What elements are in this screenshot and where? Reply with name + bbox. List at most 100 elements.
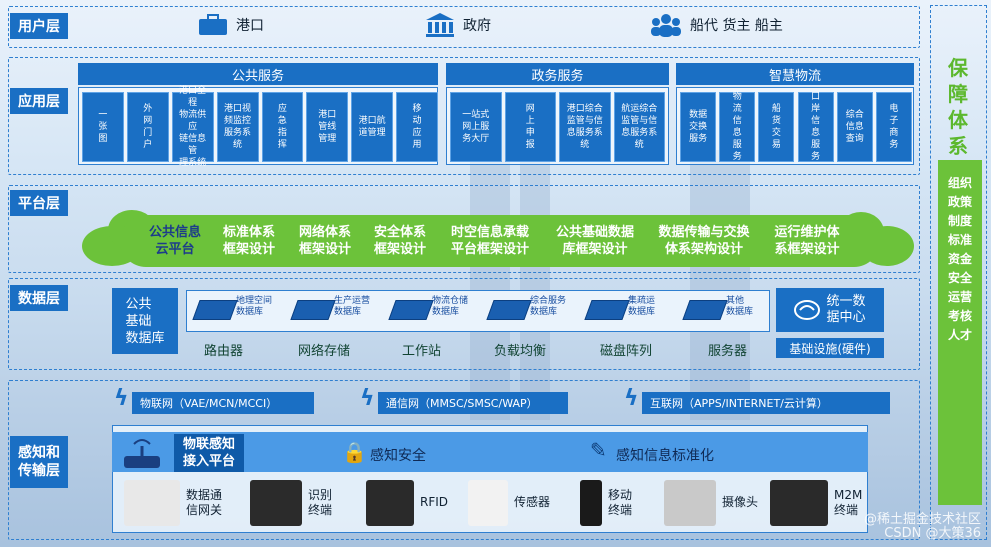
device-image (250, 480, 302, 526)
briefcase-icon (199, 14, 227, 35)
app-group-title: 智慧物流 (676, 63, 914, 85)
server-icon (290, 300, 336, 320)
public-database: 公共 基础 数据库 (112, 288, 178, 354)
app-group-title: 政务服务 (446, 63, 669, 85)
infra-label: 服务器 (708, 344, 748, 359)
device-image (664, 480, 716, 526)
guarantee-title: 保 障 体 系 (948, 56, 968, 158)
app-cell: 港口综合 监管与信 息服务系 统 (559, 92, 611, 162)
user-shippers: 船代 货主 船主 (650, 12, 783, 38)
data-center-icon (794, 300, 821, 320)
app-cell: 移 动 应 用 (396, 92, 438, 162)
app-cell: 物 流 信 息 服 务 (719, 92, 756, 162)
platform-item: 公共信息 云平台 (148, 225, 201, 257)
guarantee-panel (930, 5, 987, 540)
sense-layer-box (8, 380, 920, 540)
device-label: M2M 终端 (834, 488, 863, 517)
app-layer-tag: 应用层 (10, 88, 68, 114)
people-group-icon (651, 14, 681, 37)
device-image (124, 480, 180, 526)
sense-standard: 感知信息标准化 (616, 448, 714, 464)
app-cell: 一站式 网上服 务大厅 (450, 92, 502, 162)
device-image (366, 480, 414, 526)
user-label: 政府 (463, 18, 491, 34)
app-cell: 港口全程 物流供应 链信息管 理系统 (171, 86, 214, 168)
database-strip (186, 290, 770, 332)
database-label: 物流仓储 数据库 (432, 296, 469, 317)
lightning-icon: ϟ (360, 386, 375, 411)
platform-layer-box (8, 185, 920, 273)
lightning-icon: ϟ (624, 386, 639, 411)
user-label: 船代 货主 船主 (690, 18, 783, 34)
infra-label: 路由器 (204, 344, 244, 359)
user-label: 港口 (236, 18, 264, 34)
network-comm: 通信网（MMSC/SMSC/WAP） (378, 392, 568, 414)
sense-security: 感知安全 (370, 448, 426, 464)
server-icon (192, 300, 238, 320)
device-image (580, 480, 602, 526)
infra-label: 基础设施(硬件) (776, 338, 884, 358)
lock-icon: 🔒 (342, 440, 367, 464)
app-layer-box (8, 57, 920, 175)
app-cell: 网 上 申 报 (504, 92, 556, 162)
app-cell: 一 张 图 (82, 92, 124, 162)
device-label: 识别 终端 (308, 488, 333, 517)
platform-item: 数据传输与交换 体系架构设计 (658, 225, 750, 257)
platform-item: 公共基础数据 库框架设计 (555, 225, 634, 257)
app-cell: 航运综合 监管与信 息服务系 统 (613, 92, 665, 162)
app-group-title: 公共服务 (78, 63, 438, 85)
infra-label: 网络存储 (298, 344, 351, 359)
data-layer-box (8, 278, 920, 370)
app-cell: 数据 交换 服务 (680, 92, 717, 162)
app-cell: 港口视 频监控 服务系 统 (216, 92, 259, 162)
app-cell: 电 子 商 务 (875, 92, 912, 162)
watermark: @稀土掘金技术社区 CSDN @大策36 (863, 512, 981, 541)
unified-data-center: 统一数 据中心 (776, 288, 884, 332)
background-building (470, 120, 510, 420)
infra-label: 负载均衡 (494, 344, 547, 359)
device-label: 传感器 (514, 495, 551, 509)
platform-layer-tag: 平台层 (10, 190, 68, 216)
app-cell: 口 岸 信 息 服 务 (797, 92, 834, 162)
cloud-platform-bar (120, 215, 880, 267)
platform-item: 安全体系 框架设计 (373, 225, 426, 257)
platform-item: 运行维护体 系框架设计 (774, 225, 840, 257)
app-cell: 应 急 指 挥 (261, 92, 304, 162)
server-icon (682, 300, 728, 320)
platform-item: 标准体系 框架设计 (222, 225, 275, 257)
server-icon (388, 300, 434, 320)
user-layer-box (8, 6, 920, 48)
platform-item: 网络体系 框架设计 (298, 225, 351, 257)
device-image (468, 480, 508, 526)
device-image (770, 480, 828, 526)
iot-access-platform: 物联感知 接入平台 (174, 434, 244, 472)
database-label: 综合服务 数据库 (530, 296, 567, 317)
app-cell: 船 货 交 易 (758, 92, 795, 162)
background-building (690, 150, 750, 420)
server-icon (584, 300, 630, 320)
pen-icon: ✎ (590, 438, 607, 462)
database-label: 其他 数据库 (726, 296, 754, 317)
user-layer-tag: 用户层 (10, 13, 68, 39)
app-cell: 综合 信息 查询 (836, 92, 873, 162)
network-iot: 物联网（VAE/MCN/MCCI） (132, 392, 314, 414)
user-port: 港口 (198, 14, 264, 36)
router-icon (124, 439, 160, 468)
database-label: 集疏运 数据库 (628, 296, 656, 317)
user-government: 政府 (425, 12, 491, 38)
network-internet: 互联网（APPS/INTERNET/云计算） (642, 392, 890, 414)
device-label: 移动 终端 (608, 488, 633, 517)
data-layer-tag: 数据层 (10, 285, 68, 311)
government-building-icon (426, 13, 454, 37)
lightning-icon: ϟ (114, 386, 129, 411)
device-label: RFID (420, 495, 449, 509)
app-cell: 外 网 门 户 (126, 92, 169, 162)
device-label: 摄像头 (722, 495, 759, 509)
app-cell: 港口 管线 管理 (306, 92, 349, 162)
platform-item: 时空信息承载 平台框架设计 (450, 225, 529, 257)
app-cell: 港口航 道管理 (351, 92, 394, 162)
server-icon (486, 300, 532, 320)
database-label: 生产运营 数据库 (334, 296, 371, 317)
infra-label: 工作站 (402, 344, 442, 359)
sense-layer-tag: 感知和 传输层 (10, 436, 68, 488)
